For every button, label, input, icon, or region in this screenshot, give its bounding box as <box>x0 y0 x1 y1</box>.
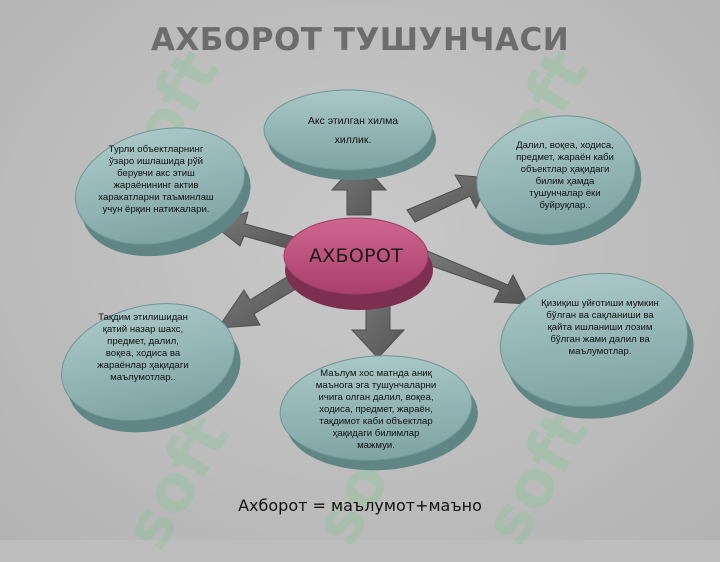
text-line: Қизиқиш уйғотиши мумкин <box>541 298 659 309</box>
text-line: бўлган ва сақланиши ва <box>546 310 654 321</box>
text-line: маънога эга тушунчаларни <box>315 380 437 391</box>
formula-caption: Ахборот = маълумот+маъно <box>238 496 482 515</box>
node-text-bottom: Маълум хос матнда аниқ маънога эга тушун… <box>306 368 446 452</box>
text-line: буйруқлар.. <box>539 200 591 211</box>
text-line: объектлар ҳақидаги <box>520 164 610 175</box>
text-line: тақдимот каби объектлар <box>319 416 433 427</box>
bubble-bottom <box>279 355 478 471</box>
text-line: жараёнлар ҳақидаги <box>97 360 189 371</box>
arrow-right <box>419 249 529 305</box>
text-line: воқеа, ходиса ва <box>105 348 181 359</box>
text-line: учун ёрқин натижалари. <box>102 204 210 215</box>
text-line: тушунчалар ёки <box>529 188 601 199</box>
text-line: хиллик. <box>334 134 372 146</box>
text-line: ўзаро ишлашида рўй <box>108 156 203 167</box>
node-text-bottom-left: Тақдим этилишидан қатий назар шахс, пред… <box>82 312 204 384</box>
text-line: қатий назар шахс, <box>102 324 184 335</box>
bubble-bottom-left <box>61 303 241 433</box>
center-node <box>283 217 433 310</box>
slide-title: АХБОРОТ ТУШУНЧАСИ <box>150 22 570 58</box>
node-text-top-right: Далил, воқеа, ходиса, предмет, жараён ка… <box>508 140 622 212</box>
text-line: жараёнининг актив <box>113 180 199 191</box>
text-line: маълумотлар.. <box>110 372 176 383</box>
bubble-top-right <box>476 115 642 246</box>
text-line: Маълум хос матнда аниқ <box>320 368 432 379</box>
text-line: предмет, жараён каби <box>516 152 614 163</box>
center-label: АХБОРОТ <box>308 245 404 267</box>
bubble-top-left <box>74 127 251 257</box>
concept-diagram <box>61 89 694 471</box>
text-line: ичига олган далил, воқеа, <box>318 392 434 403</box>
text-line: мажмуи. <box>357 440 395 451</box>
text-line: ходиса, предмет, жараён, <box>319 404 433 415</box>
text-line: Далил, воқеа, ходиса, <box>516 140 614 151</box>
text-line: Турли объектларнинг <box>108 144 204 155</box>
bubble-top <box>263 89 436 180</box>
text-line: Акс этилган хилма <box>307 115 399 127</box>
text-line: харакатларни таъминлаш <box>98 192 214 203</box>
node-text-right: Қизиқиш уйғотиши мумкин бўлган ва сақлан… <box>530 298 670 358</box>
text-line: ҳақидаги билимлар <box>332 428 420 439</box>
text-line: билим ҳамда <box>535 176 595 187</box>
text-line: предмет, далил, <box>107 336 179 347</box>
node-text-top: Акс этилган хилма хиллик. <box>278 112 428 150</box>
text-line: берувчи акс этиш <box>117 168 195 179</box>
text-line: Тақдим этилишидан <box>98 312 188 323</box>
text-line: маълумотлар. <box>568 346 632 357</box>
node-text-top-left: Турли объектларнинг ўзаро ишлашида рўй б… <box>86 144 226 216</box>
text-line: бўлган жами далил ва <box>550 334 650 345</box>
arrow-top-right <box>406 174 491 223</box>
text-line: қайта ишланиши лозим <box>547 322 653 333</box>
bubble-right <box>499 272 694 419</box>
